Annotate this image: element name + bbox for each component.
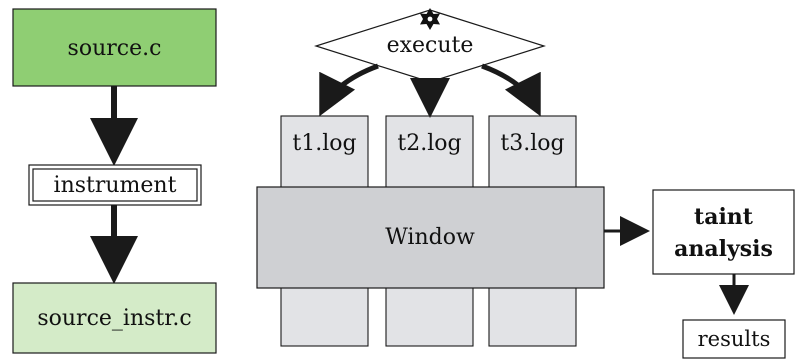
gear-icon [420,8,440,30]
taint-label-line2: analysis [674,236,773,262]
execute-label: execute [387,33,474,58]
log-label-2: t2.log [397,131,461,156]
window-label: Window [385,225,475,250]
window-box [256,186,605,289]
source-box [12,8,217,87]
log-label-3: t3.log [500,131,564,156]
instrument-label: instrument [54,173,177,198]
arrow-execute-to-log-1 [319,63,379,117]
instrument-box [28,164,202,206]
instrumented-source-box [12,282,217,354]
log-label-1: t1.log [292,131,356,156]
results-label: results [698,327,771,351]
instrumented-source-label: source_instr.c [37,306,191,331]
source-label: source.c [68,36,162,61]
taint-label-line1: taint [694,204,754,230]
results-box [682,319,786,359]
arrow-execute-to-log-3 [481,63,541,117]
taint-analysis-box [652,189,795,275]
